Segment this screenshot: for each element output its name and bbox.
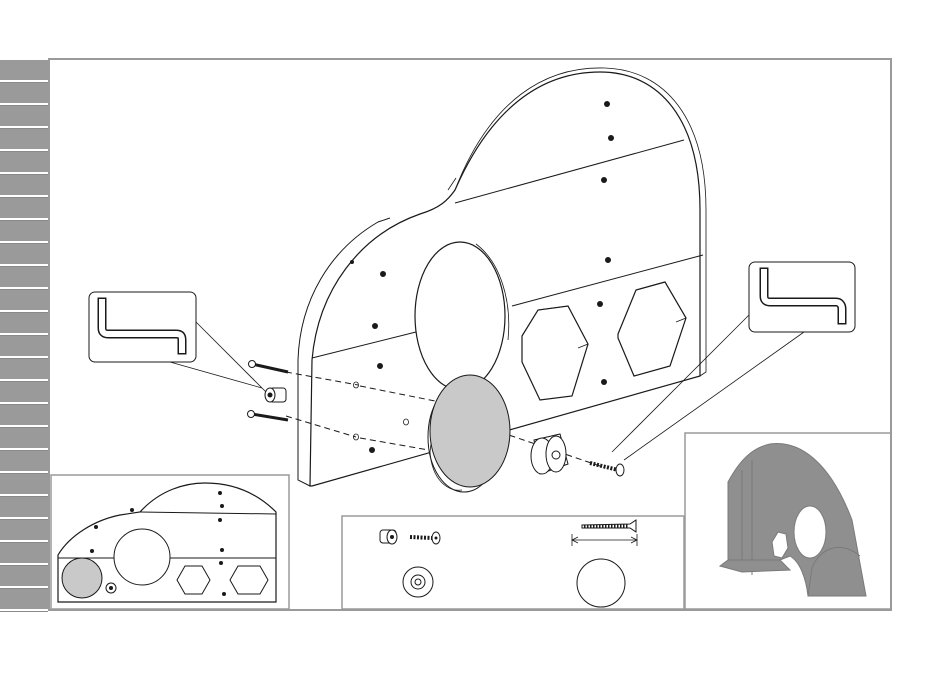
spacer-part	[531, 434, 568, 474]
hardware-panel	[342, 516, 684, 609]
left-bolts	[248, 361, 289, 421]
spacer-icon	[403, 567, 433, 597]
bolt-icon	[380, 530, 440, 544]
overview-panel	[51, 475, 289, 609]
screw-icon	[572, 520, 637, 546]
hex-key-callout-left	[89, 292, 266, 392]
right-screw-part	[590, 463, 624, 476]
preview-panel	[685, 433, 891, 609]
cap-icon	[577, 559, 625, 607]
